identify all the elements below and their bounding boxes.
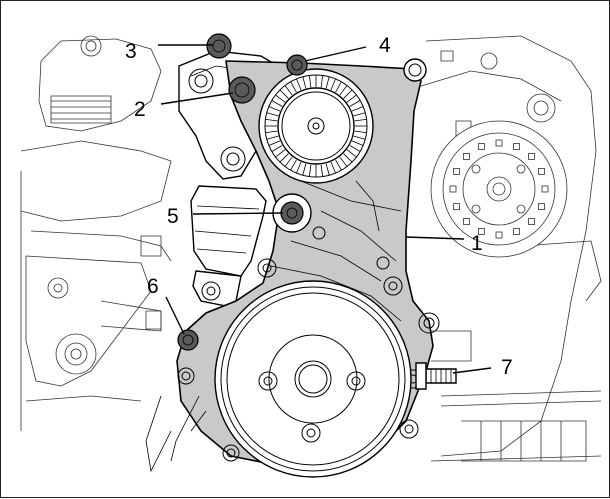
pulley-rib xyxy=(330,78,336,91)
pulley-rib xyxy=(296,161,302,174)
callout-labels: 3 2 4 5 1 6 7 xyxy=(125,34,513,379)
gear-slot xyxy=(477,228,485,235)
gear-slot xyxy=(477,143,485,150)
callout-4: 4 xyxy=(379,34,391,57)
pulley-rib xyxy=(308,164,312,177)
pulley-rib xyxy=(354,118,367,122)
pulley-rib xyxy=(275,94,286,103)
pulley-rib xyxy=(268,140,281,146)
leader-1 xyxy=(405,236,465,240)
pulley-rib xyxy=(349,145,361,152)
water-pump-pulley xyxy=(145,280,412,478)
pulley-rib xyxy=(346,149,357,158)
pulley-rib xyxy=(266,112,279,117)
gear-slot xyxy=(453,167,460,175)
pulley-rib xyxy=(290,159,297,171)
pulley-rib xyxy=(302,163,307,176)
pulley-rib xyxy=(325,163,330,176)
leader-4 xyxy=(304,46,367,62)
pulley-rib xyxy=(302,76,307,89)
pulley-rib xyxy=(279,153,289,163)
gear-slot xyxy=(528,153,535,160)
stud-bolt-7 xyxy=(415,362,457,390)
bolt-5 xyxy=(272,193,312,233)
pulley-rib xyxy=(330,161,336,174)
leader-6 xyxy=(165,296,185,335)
gear-slot xyxy=(463,153,470,160)
pulley-rib xyxy=(353,135,366,140)
bolt-3 xyxy=(206,33,232,59)
numbered-bolts xyxy=(177,33,427,351)
pulley-rib xyxy=(308,75,312,88)
leader-2 xyxy=(160,92,234,105)
gear-slot xyxy=(538,167,545,175)
pulley-rib xyxy=(335,159,342,171)
pulley-rib xyxy=(346,94,357,103)
callout-2: 2 xyxy=(134,98,146,121)
pulley-rib xyxy=(343,153,353,163)
bolt-4 xyxy=(286,54,308,76)
gear-slot xyxy=(528,218,535,225)
pulley-rib xyxy=(268,106,281,112)
gear-slot xyxy=(541,185,549,193)
pulley-rib xyxy=(275,149,286,158)
idler-pulley xyxy=(258,68,374,184)
leader-7 xyxy=(452,367,492,374)
pulley-rib xyxy=(351,106,364,112)
gear-slot xyxy=(513,143,521,150)
callout-3: 3 xyxy=(125,40,137,63)
pulley-rib xyxy=(339,85,348,96)
gear-slot xyxy=(463,218,470,225)
pulley-rib xyxy=(339,156,348,167)
pulley-rib xyxy=(351,140,364,146)
pulley-rib xyxy=(296,78,302,91)
pulley-rib xyxy=(349,100,361,107)
callout-6: 6 xyxy=(147,275,159,298)
gear-slot xyxy=(449,185,457,193)
pulley-rib xyxy=(271,145,283,152)
pulley-rib xyxy=(325,76,330,89)
pulley-rib xyxy=(353,112,366,117)
callout-1: 1 xyxy=(471,232,483,255)
gear-slot xyxy=(538,203,545,211)
pulley-rib xyxy=(266,135,279,140)
gear-slot xyxy=(513,228,521,235)
gear-slot xyxy=(495,231,503,239)
callout-leaders xyxy=(158,44,492,374)
pulley-rib xyxy=(335,81,342,93)
gear-slot xyxy=(453,203,460,211)
engine-block-background xyxy=(20,35,602,462)
pulley-rib xyxy=(343,89,353,99)
pulley-rib xyxy=(265,118,278,122)
pulley-rib xyxy=(354,130,367,134)
pulley-rib xyxy=(284,156,293,167)
pulley-rib xyxy=(271,100,283,107)
callout-7: 7 xyxy=(501,356,513,379)
pulley-rib xyxy=(279,89,289,99)
pulley-rib xyxy=(284,85,293,96)
gear-wheel-right xyxy=(430,120,568,258)
bolt-6 xyxy=(177,329,199,351)
pulley-rib xyxy=(265,130,278,134)
pulley-rib xyxy=(320,164,324,177)
pulley-rib xyxy=(290,81,297,93)
gear-slot xyxy=(495,139,503,147)
bolt-4b xyxy=(403,58,427,82)
leader-5 xyxy=(192,212,284,215)
bolt-2 xyxy=(228,76,256,104)
callout-5: 5 xyxy=(167,205,179,228)
pulley-rib xyxy=(320,75,324,88)
